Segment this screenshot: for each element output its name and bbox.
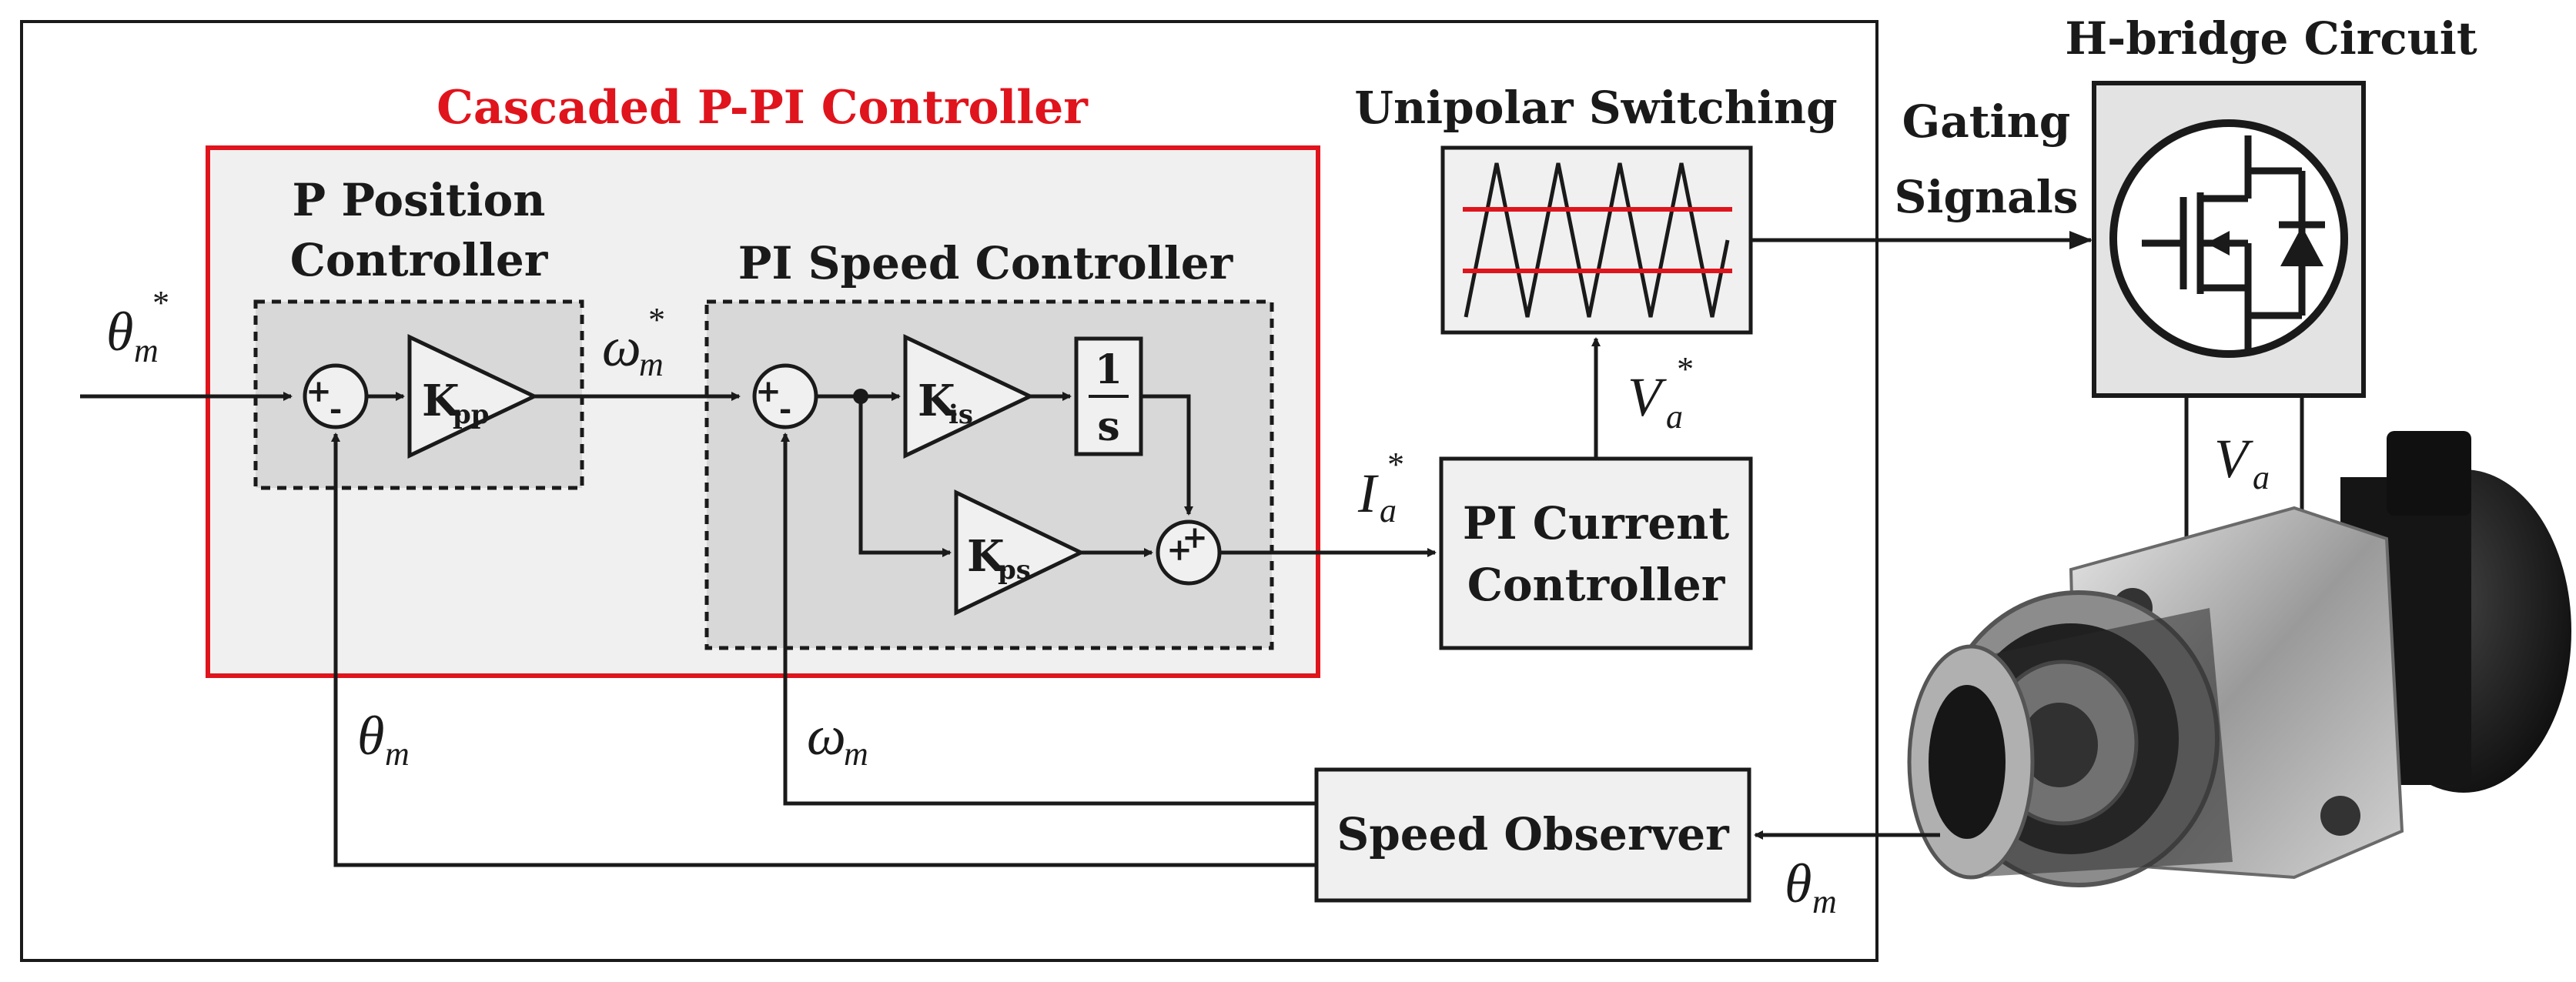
svg-text:ω: ω — [602, 316, 641, 378]
integrator-block: 1 s — [1074, 336, 1143, 456]
svg-text:a: a — [1380, 492, 1397, 529]
svg-text:*: * — [1675, 350, 1692, 388]
pi-current-controller-box — [1439, 456, 1753, 650]
svg-text:ps: ps — [998, 555, 1031, 586]
svg-text:-: - — [330, 391, 343, 427]
pi-sum-summer: + + — [1156, 519, 1222, 586]
cascade-controller-title: Cascaded P-PI Controller — [437, 81, 1089, 135]
svg-text:m: m — [844, 735, 868, 773]
p-position-title-line1: P Position — [293, 174, 546, 226]
speed-observer-label: Speed Observer — [1337, 808, 1730, 860]
gating-label-line2: Signals — [1895, 171, 2079, 223]
speed-observer-box — [1314, 767, 1751, 903]
p-position-title-line2: Controller — [290, 234, 549, 286]
kis-gain: K is — [903, 334, 1035, 459]
svg-text:I: I — [1357, 463, 1379, 524]
motor-theta-label: θ m — [1785, 853, 1837, 920]
svg-text:+: + — [1166, 532, 1193, 568]
svg-text:m: m — [385, 735, 410, 773]
svg-text:K: K — [422, 376, 461, 426]
svg-text:θ: θ — [357, 705, 384, 767]
svg-text:K: K — [918, 376, 957, 426]
kps-gain: K ps — [954, 489, 1086, 616]
svg-text:m: m — [1812, 883, 1837, 920]
omega-feedback-line — [781, 433, 1316, 806]
svg-text:θ: θ — [106, 301, 133, 362]
svg-text:+: + — [1182, 519, 1208, 556]
svg-text:a: a — [1666, 398, 1683, 436]
current-ref-label: I a * — [1357, 446, 1403, 529]
svg-text:*: * — [1386, 446, 1403, 483]
unipolar-switching-block — [1440, 145, 1753, 335]
position-error-summer: + - — [303, 363, 369, 429]
pi-speed-title: PI Speed Controller — [738, 237, 1234, 289]
omega-ref-label: ω m * — [602, 301, 664, 383]
svg-text:K: K — [967, 531, 1006, 582]
svg-text:V: V — [1628, 366, 1667, 428]
svg-text:ω: ω — [807, 705, 846, 767]
svg-text:is: is — [948, 399, 973, 430]
svg-text:-: - — [779, 391, 792, 427]
gating-label-line1: Gating — [1902, 95, 2071, 148]
pi-current-line2: Controller — [1467, 559, 1726, 611]
speed-error-summer: + - — [752, 363, 818, 429]
svg-text:*: * — [151, 284, 168, 322]
svg-text:s: s — [1097, 403, 1119, 450]
pi-current-line1: PI Current — [1463, 497, 1729, 549]
unipolar-title: Unipolar Switching — [1354, 82, 1837, 134]
theta-feedback-line — [331, 433, 1316, 867]
svg-text:*: * — [647, 301, 664, 339]
theta-ref-label: θ m * — [106, 284, 168, 369]
va-label: V a — [2214, 428, 2270, 496]
diode-icon — [2280, 226, 2323, 266]
svg-text:pp: pp — [453, 399, 490, 430]
svg-text:m: m — [639, 346, 664, 383]
hbridge-title: H-bridge Circuit — [2065, 12, 2477, 65]
theta-feedback-label: θ m — [357, 705, 410, 773]
omega-feedback-label: ω m — [807, 705, 868, 773]
kpp-gain: K pp — [407, 334, 539, 459]
svg-text:θ: θ — [1785, 853, 1812, 914]
svg-text:+: + — [755, 373, 781, 409]
dc-motor-image — [1907, 431, 2571, 887]
integrator-to-summer3 — [1141, 394, 1193, 516]
svg-text:a: a — [2253, 459, 2270, 496]
voltage-ref-label: V a * — [1628, 350, 1692, 436]
hbridge-block — [2092, 81, 2366, 398]
svg-text:+: + — [306, 373, 332, 409]
svg-text:1: 1 — [1095, 346, 1122, 393]
svg-text:V: V — [2214, 428, 2253, 489]
branch-to-kps — [858, 396, 952, 557]
svg-text:m: m — [134, 332, 159, 369]
